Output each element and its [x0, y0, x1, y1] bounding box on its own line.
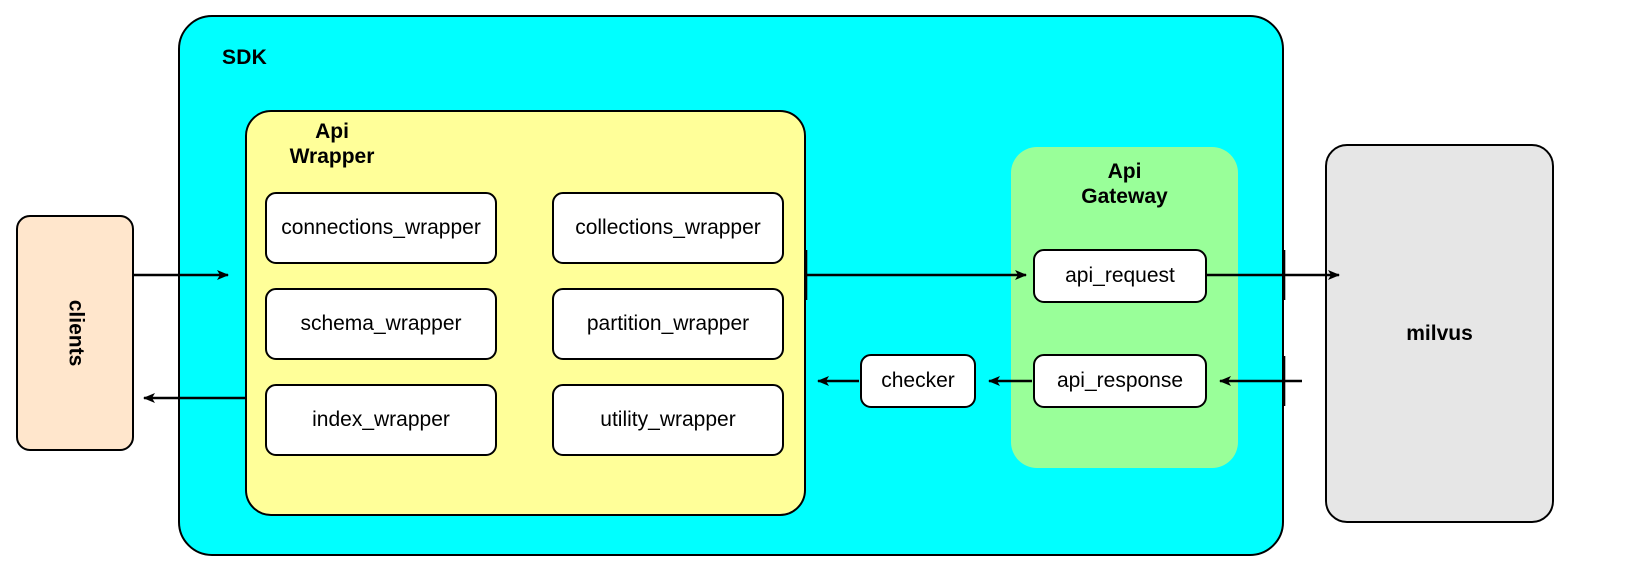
- api-gateway-label-line2: Gateway: [1081, 184, 1168, 208]
- api-gateway-container: Api Gateway: [1011, 147, 1238, 468]
- api-wrapper-label-line2: Wrapper: [289, 144, 375, 168]
- api-wrapper-label-line1: Api: [315, 120, 349, 143]
- api-response-label: api_response: [1056, 369, 1184, 392]
- api-gateway-label-line1: Api: [1107, 160, 1142, 183]
- schema-wrapper-label: schema_wrapper: [300, 312, 462, 335]
- milvus-label: milvus: [1406, 321, 1473, 345]
- api-request-node: api_request: [1033, 249, 1207, 303]
- partition-wrapper-label: partition_wrapper: [586, 312, 750, 335]
- api-wrapper-label: Api Wrapper: [257, 120, 407, 170]
- partition-wrapper-node: partition_wrapper: [552, 288, 784, 360]
- connections-wrapper-node: connections_wrapper: [265, 192, 497, 264]
- checker-label: checker: [881, 369, 955, 392]
- milvus-node: milvus: [1325, 144, 1554, 523]
- utility-wrapper-node: utility_wrapper: [552, 384, 784, 456]
- clients-node: clients: [16, 215, 134, 451]
- index-wrapper-label: index_wrapper: [312, 408, 450, 431]
- checker-node: checker: [860, 354, 976, 408]
- api-response-node: api_response: [1033, 354, 1207, 408]
- collections-wrapper-node: collections_wrapper: [552, 192, 784, 264]
- collections-wrapper-label: collections_wrapper: [575, 216, 761, 239]
- clients-label: clients: [64, 299, 87, 367]
- index-wrapper-node: index_wrapper: [265, 384, 497, 456]
- connections-wrapper-label: connections_wrapper: [281, 216, 481, 239]
- schema-wrapper-node: schema_wrapper: [265, 288, 497, 360]
- api-request-label: api_request: [1065, 264, 1175, 287]
- sdk-label: SDK: [222, 46, 267, 69]
- api-gateway-label: Api Gateway: [1011, 160, 1238, 210]
- utility-wrapper-label: utility_wrapper: [600, 408, 736, 431]
